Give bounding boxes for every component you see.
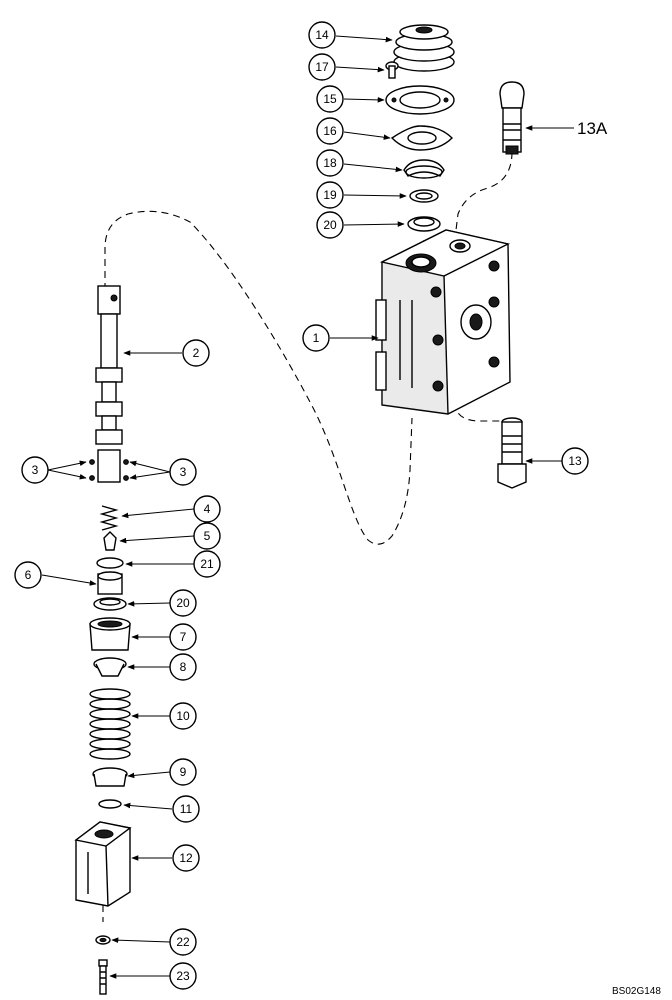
drawing-code: BS02G148 xyxy=(612,986,661,997)
callout-15: 15 xyxy=(316,85,344,113)
svg-text:19: 19 xyxy=(323,188,337,202)
svg-text:9: 9 xyxy=(180,765,187,779)
callout-12: 12 xyxy=(172,844,200,872)
svg-text:10: 10 xyxy=(176,709,190,723)
callout-1: 1 xyxy=(302,324,330,352)
washer-19 xyxy=(409,189,439,203)
bushing-7 xyxy=(89,617,131,651)
svg-text:14: 14 xyxy=(315,28,329,42)
svg-text:22: 22 xyxy=(176,935,190,949)
retainer-18 xyxy=(403,159,445,179)
detent-assembly-3 xyxy=(89,449,129,483)
svg-text:11: 11 xyxy=(180,802,193,816)
callout-20-top: 20 xyxy=(316,211,344,239)
callout-14: 14 xyxy=(308,21,336,49)
callout-16: 16 xyxy=(316,117,344,145)
callout-17: 17 xyxy=(308,53,336,81)
spool-2 xyxy=(95,285,123,445)
plate-15 xyxy=(385,85,455,115)
callout-10: 10 xyxy=(169,702,197,730)
callout-5: 5 xyxy=(193,522,221,550)
callout-13a: 13A xyxy=(577,119,608,138)
callout-11: 11 xyxy=(172,795,200,823)
svg-text:2: 2 xyxy=(193,346,200,360)
snap-ring-11 xyxy=(98,799,122,809)
callout-7: 7 xyxy=(169,623,197,651)
svg-text:7: 7 xyxy=(180,630,187,644)
spring-seat-9 xyxy=(92,767,128,787)
callout-23: 23 xyxy=(169,962,197,990)
svg-text:8: 8 xyxy=(180,660,187,674)
callout-3-left: 3 xyxy=(21,456,49,484)
callout-21: 21 xyxy=(193,550,221,578)
callout-3-right: 3 xyxy=(169,458,197,486)
svg-text:3: 3 xyxy=(32,463,39,477)
valve-section-body xyxy=(375,229,511,415)
callout-13: 13 xyxy=(561,447,589,475)
svg-text:23: 23 xyxy=(176,969,190,983)
svg-text:16: 16 xyxy=(323,124,337,138)
bolt-23 xyxy=(98,959,108,995)
callout-8: 8 xyxy=(169,653,197,681)
sleeve-6 xyxy=(97,571,123,595)
assembly-path-13a xyxy=(453,151,513,247)
spring-seat-8 xyxy=(93,657,127,677)
svg-text:20: 20 xyxy=(176,596,190,610)
callout-20-spool: 20 xyxy=(169,589,197,617)
cartridge-13a xyxy=(499,81,525,155)
callout-6: 6 xyxy=(14,561,42,589)
svg-text:5: 5 xyxy=(204,529,211,543)
svg-text:13: 13 xyxy=(568,454,582,468)
callout-2: 2 xyxy=(182,339,210,367)
callout-18: 18 xyxy=(316,149,344,177)
svg-text:21: 21 xyxy=(200,557,214,571)
svg-text:18: 18 xyxy=(323,156,337,170)
seal-20-top xyxy=(407,216,441,232)
washer-22 xyxy=(95,935,111,945)
spring-4 xyxy=(99,505,119,531)
svg-text:4: 4 xyxy=(204,502,211,516)
svg-text:17: 17 xyxy=(315,60,329,74)
callout-4: 4 xyxy=(193,495,221,523)
seal-20-spool xyxy=(93,597,127,611)
svg-text:13A: 13A xyxy=(577,119,608,138)
cartridge-13 xyxy=(497,417,527,489)
svg-text:12: 12 xyxy=(179,851,193,865)
svg-text:15: 15 xyxy=(323,92,337,106)
callout-22: 22 xyxy=(169,928,197,956)
svg-text:6: 6 xyxy=(25,568,32,582)
svg-text:20: 20 xyxy=(323,218,337,232)
callout-19: 19 xyxy=(316,181,344,209)
svg-text:1: 1 xyxy=(313,331,320,345)
svg-text:3: 3 xyxy=(180,465,187,479)
gasket-16 xyxy=(390,125,453,151)
callout-9: 9 xyxy=(169,758,197,786)
pin-5 xyxy=(103,531,117,551)
leader-lines xyxy=(41,35,574,979)
screw-17 xyxy=(385,61,399,79)
cap-12 xyxy=(74,821,132,907)
boot-14 xyxy=(393,24,455,72)
o-ring-21 xyxy=(96,557,124,569)
assembly-path-spool xyxy=(104,210,413,545)
spring-10 xyxy=(89,688,131,760)
